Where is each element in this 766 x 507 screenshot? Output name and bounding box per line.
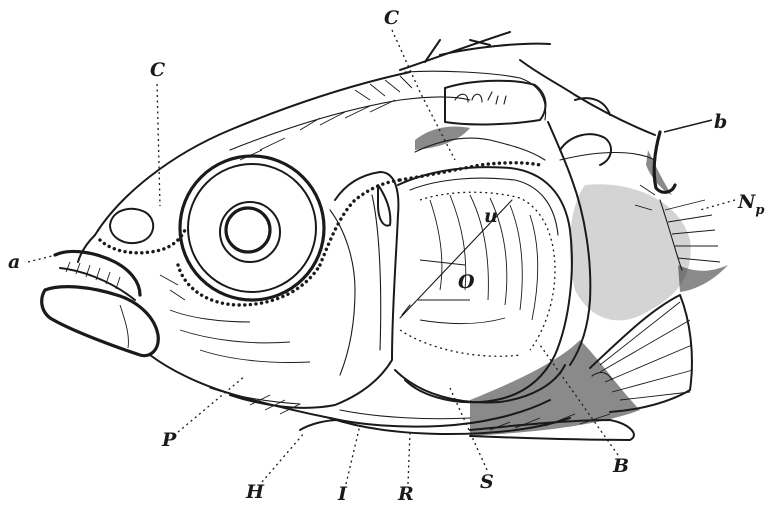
- leader-a: [28, 256, 52, 262]
- label-c-top: C: [384, 7, 399, 29]
- leader-i: [346, 425, 360, 484]
- leader-r: [408, 432, 410, 484]
- leader-c-left: [157, 84, 160, 206]
- cheek: [120, 180, 400, 375]
- label-b: b: [714, 111, 727, 133]
- label-u: u: [484, 205, 498, 227]
- label-a: a: [8, 251, 20, 273]
- leader-np: [700, 200, 735, 210]
- label-np: Np: [737, 191, 764, 218]
- label-s: S: [480, 471, 494, 493]
- nasal-region: [100, 209, 185, 253]
- label-p: P: [161, 429, 177, 451]
- leader-b: [664, 120, 712, 132]
- label-i: I: [337, 483, 348, 505]
- skull-roof: [230, 76, 545, 160]
- leader-p: [178, 376, 245, 432]
- eye: [178, 156, 324, 305]
- label-h: H: [245, 481, 265, 503]
- leader-h: [262, 432, 305, 482]
- label-o: O: [458, 271, 475, 293]
- label-b-lower: B: [612, 455, 629, 477]
- label-r: R: [397, 483, 414, 505]
- mouth: [42, 251, 159, 355]
- label-c-left: C: [150, 59, 165, 81]
